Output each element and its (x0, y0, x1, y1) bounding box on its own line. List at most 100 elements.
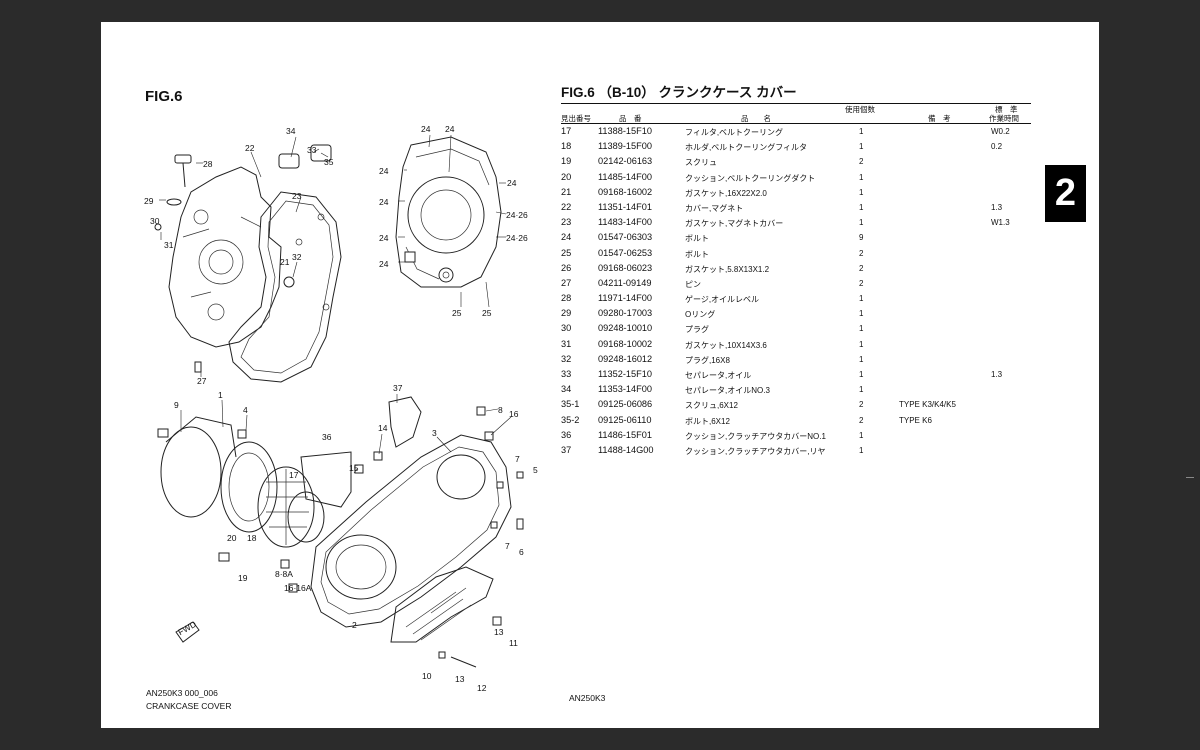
row-part-no: 01547-06253 (598, 247, 653, 258)
callout-24-26-a: 24·26 (506, 210, 528, 220)
row-desc: クッション,クラッチアウタカバー,リヤ (685, 446, 826, 456)
row-desc: ガスケット,マグネトカバー (685, 219, 784, 229)
callout-31: 31 (164, 240, 174, 250)
row-ref: 21 (561, 186, 572, 197)
callout-20: 20 (227, 533, 237, 543)
row-qty: 1 (859, 142, 864, 152)
row-desc: ボルト (685, 249, 709, 259)
callout-24-g: 24 (507, 178, 517, 188)
leader-lines (159, 134, 512, 474)
row-desc: フィルタ,ベルトクーリング (685, 128, 784, 137)
row-std-time: 1.3 (991, 202, 1003, 212)
clutch-cover (310, 434, 512, 628)
row-desc: ボルト,6X12 (685, 416, 730, 426)
callout-6: 6 (519, 547, 524, 557)
magneto-cover-gasket (228, 191, 342, 383)
row-part-no: 11352-15F10 (598, 369, 652, 379)
row-qty: 2 (859, 415, 864, 425)
row-ref: 20 (561, 171, 572, 182)
header-remarks: 備 考 (928, 114, 951, 123)
callout-35: 35 (324, 157, 334, 167)
row-ref: 31 (561, 338, 572, 349)
row-desc: スクリュ (685, 158, 717, 168)
parts-list-header: 見出番号 品 番 品 名 使用個数 備 考 標 準 作業時間 (561, 103, 1031, 124)
callout-8: 8 (498, 405, 503, 415)
row-ref: 22 (561, 201, 572, 212)
row-qty: 1 (859, 202, 864, 212)
row-desc: ピン (685, 279, 701, 289)
row-qty: 1 (859, 339, 864, 349)
row-std-time: W1.3 (991, 218, 1010, 228)
callout-15: 15 (349, 463, 359, 473)
row-desc: スクリュ,6X12 (685, 401, 738, 411)
header-part-no: 品 番 (619, 114, 642, 123)
callout-24-b: 24 (445, 124, 455, 134)
row-ref: 35-2 (561, 414, 580, 425)
row-qty: 1 (859, 354, 864, 364)
callout-8-8a: 8·8A (275, 569, 293, 579)
callout-22: 22 (245, 143, 255, 153)
callout-13-a: 13 (494, 627, 504, 637)
row-part-no: 11971-14F00 (598, 293, 652, 304)
header-ref: 見出番号 (561, 114, 591, 123)
row-part-no: 09248-10010 (598, 323, 653, 334)
row-qty: 1 (859, 385, 864, 395)
callout-24-e: 24 (379, 233, 389, 243)
row-part-no: 11488-14G00 (598, 444, 654, 455)
row-part-no: 09168-06023 (598, 262, 653, 273)
row-desc: ガスケット,5.8X13X1.2 (685, 264, 770, 274)
row-ref: 30 (561, 323, 572, 334)
row-desc: セパレータ,オイル (685, 371, 752, 380)
callout-14: 14 (378, 423, 388, 433)
figure-label: FIG.6 (145, 88, 183, 105)
callout-11: 11 (509, 638, 518, 648)
header-qty: 使用個数 (845, 105, 875, 114)
callout-21: 21 (280, 257, 290, 267)
row-qty: 2 (859, 157, 864, 167)
row-part-no: 09168-10002 (598, 338, 653, 349)
row-ref: 29 (561, 308, 572, 319)
callout-3: 3 (432, 428, 437, 438)
row-std-time: W0.2 (991, 127, 1010, 136)
row-qty: 1 (859, 172, 864, 182)
row-part-no: 11388-15F10 (598, 126, 652, 136)
row-desc: ゲージ,オイルレベル (685, 295, 760, 305)
row-ref: 26 (561, 262, 572, 273)
callout-24-26-b: 24·26 (506, 233, 528, 243)
callout-28: 28 (203, 159, 213, 169)
row-ref: 36 (561, 429, 572, 440)
parts-list: FIG.6 （B-10） クランクケース カバー 見出番号 品 番 品 名 使用… (561, 84, 1031, 458)
magneto-cover (395, 136, 502, 288)
row-qty: 2 (859, 278, 864, 288)
catalog-page: FIG.6 (101, 22, 1194, 728)
row-desc: セパレータ,オイルNO.3 (685, 386, 770, 396)
row-desc: クッション,クラッチアウタカバーNO.1 (685, 431, 826, 441)
callout-18: 18 (247, 533, 257, 543)
row-qty: 1 (859, 294, 864, 304)
row-qty: 1 (859, 370, 864, 379)
row-part-no: 11483-14F00 (598, 217, 652, 228)
row-ref: 18 (561, 141, 572, 152)
row-qty: 9 (859, 233, 864, 243)
row-desc: ボルト (685, 234, 709, 244)
row-part-no: 09248-16012 (598, 353, 653, 364)
figure-name: CRANKCASE COVER (146, 701, 232, 711)
row-desc: カバー,マグネト (685, 203, 744, 213)
row-std-time: 0.2 (991, 142, 1003, 152)
row-std-time: 1.3 (991, 370, 1003, 379)
model-code: AN250K3 (569, 693, 606, 703)
row-part-no: 02142-06163 (598, 156, 653, 167)
header-std-bottom: 作業時間 (989, 114, 1019, 123)
row-qty: 2 (859, 248, 864, 258)
row-part-no: 09125-06110 (598, 414, 652, 425)
callout-16: 16 (509, 409, 519, 419)
